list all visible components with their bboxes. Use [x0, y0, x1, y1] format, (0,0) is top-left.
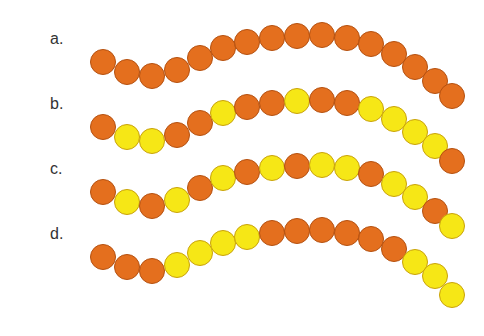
row-letter: c.	[50, 160, 62, 178]
chain-d	[91, 218, 465, 308]
row-letter: a.	[50, 30, 63, 48]
row-letter: d.	[50, 225, 63, 243]
row-letter: b.	[50, 95, 63, 113]
